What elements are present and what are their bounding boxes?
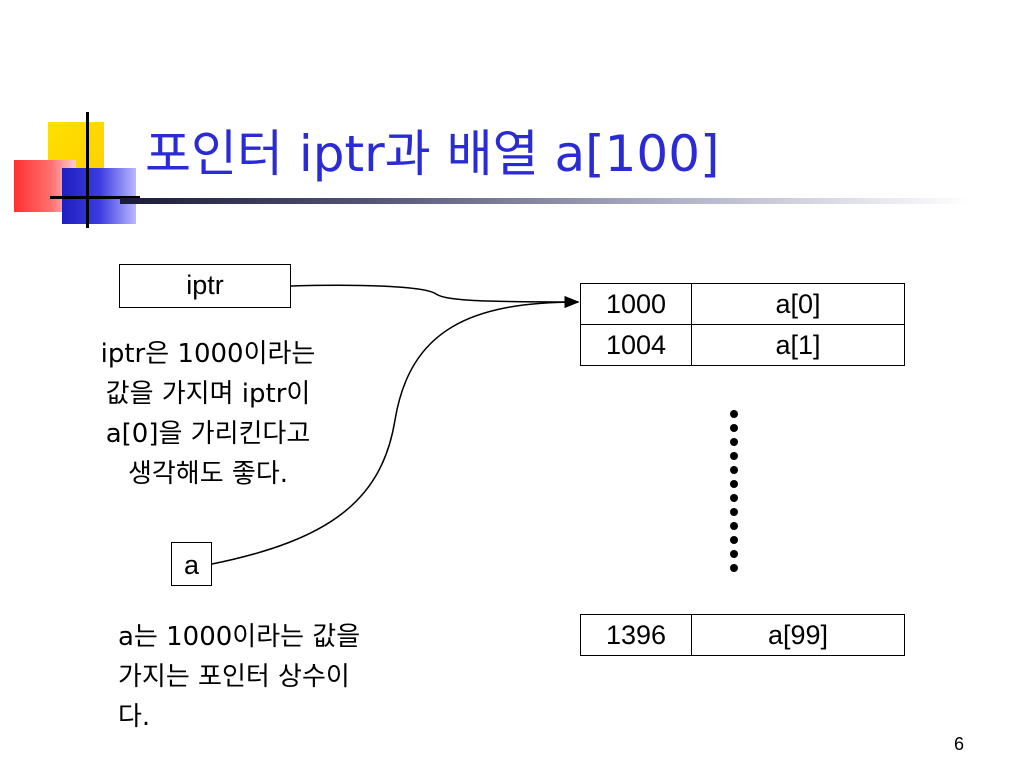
iptr-variable-box: iptr	[119, 264, 291, 308]
iptr-arrow	[290, 284, 580, 308]
logo-horizontal-line	[50, 196, 140, 199]
a-variable-box: a	[171, 542, 212, 586]
memory-address: 1000	[580, 283, 692, 325]
memory-row: 1004 a[1]	[580, 324, 905, 366]
dot	[730, 424, 738, 432]
page-number: 6	[953, 734, 964, 754]
memory-table-last: 1396 a[99]	[580, 614, 905, 656]
note-line: iptr은 1000이라는	[100, 339, 316, 369]
memory-row: 1000 a[0]	[580, 283, 905, 325]
dot	[730, 564, 738, 572]
dot	[730, 522, 738, 530]
dot	[730, 410, 738, 418]
note-line: 값을 가지며 iptr이	[105, 379, 311, 409]
dot	[730, 536, 738, 544]
dot	[730, 550, 738, 558]
dot	[730, 494, 738, 502]
a-explanation: a는 1000이라는 값을 가지는 포인터 상수이 다.	[118, 617, 360, 737]
title-underline	[120, 198, 970, 204]
memory-row: 1396 a[99]	[580, 614, 905, 656]
memory-table: 1000 a[0] 1004 a[1]	[580, 283, 905, 366]
dot	[730, 508, 738, 516]
slide-title: 포인터 iptr과 배열 a[100]	[145, 125, 720, 183]
dot	[730, 480, 738, 488]
iptr-explanation: iptr은 1000이라는 값을 가지며 iptr이 a[0]을 가리킨다고 생…	[58, 334, 358, 494]
a-arrow	[211, 296, 580, 565]
dot	[730, 452, 738, 460]
note-line: a는 1000이라는 값을	[118, 622, 361, 652]
memory-value: a[1]	[691, 324, 905, 366]
note-line: a[0]을 가리킨다고	[105, 419, 311, 449]
memory-address: 1004	[580, 324, 692, 366]
memory-value: a[0]	[691, 283, 905, 325]
note-line: 가지는 포인터 상수이	[118, 662, 350, 692]
note-line: 생각해도 좋다.	[127, 459, 289, 489]
dot	[730, 466, 738, 474]
memory-value: a[99]	[691, 614, 905, 656]
memory-address: 1396	[580, 614, 692, 656]
note-line: 다.	[118, 702, 151, 732]
logo-vertical-line	[86, 112, 89, 228]
dot	[730, 438, 738, 446]
